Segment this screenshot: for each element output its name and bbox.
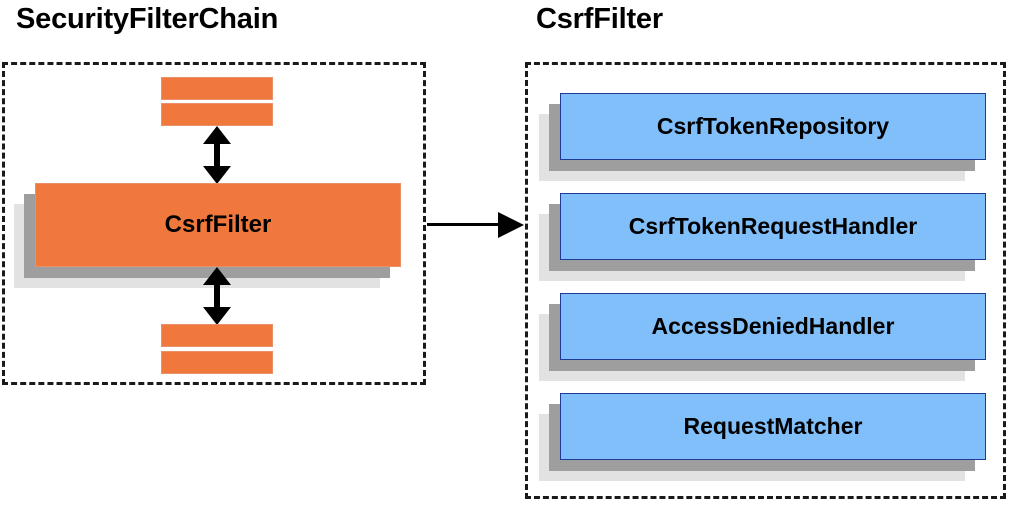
filter-bar-bottom-2 xyxy=(161,351,273,374)
filter-bar-top-2 xyxy=(161,103,273,126)
node-face: RequestMatcher xyxy=(560,393,986,460)
arrow-head-up-icon xyxy=(203,126,231,144)
bar-face xyxy=(161,103,273,126)
node-face: CsrfFilter xyxy=(35,183,401,267)
node-access-denied-handler[interactable]: AccessDeniedHandler xyxy=(539,293,986,381)
node-label: CsrfFilter xyxy=(164,211,272,238)
arrow-head-right-icon xyxy=(498,212,524,238)
node-request-matcher[interactable]: RequestMatcher xyxy=(539,393,986,481)
panel-title-security-filter-chain: SecurityFilterChain xyxy=(16,3,279,35)
node-label: CsrfTokenRepository xyxy=(656,113,890,139)
node-label: RequestMatcher xyxy=(683,413,863,439)
node-face: AccessDeniedHandler xyxy=(560,293,986,360)
arrow-shaft xyxy=(427,223,499,226)
node-face: CsrfTokenRepository xyxy=(560,93,986,160)
arrow-shaft xyxy=(214,137,220,173)
arrow-shaft xyxy=(214,278,220,314)
filter-bar-top-1 xyxy=(161,77,273,100)
bar-face xyxy=(161,77,273,100)
bar-face xyxy=(161,351,273,374)
node-csrf-filter[interactable]: CsrfFilter xyxy=(14,183,401,288)
node-label: CsrfTokenRequestHandler xyxy=(628,213,918,239)
double-headed-arrow-bottom xyxy=(203,267,231,325)
bar-face xyxy=(161,324,273,347)
double-headed-arrow-top xyxy=(203,126,231,184)
node-csrf-token-request-handler[interactable]: CsrfTokenRequestHandler xyxy=(539,193,986,281)
connector-arrow-right xyxy=(427,212,524,238)
filter-bar-bottom-1 xyxy=(161,324,273,347)
arrow-head-up-icon xyxy=(203,267,231,285)
arrow-head-down-icon xyxy=(203,307,231,325)
arrow-head-down-icon xyxy=(203,166,231,184)
panel-title-csrf-filter: CsrfFilter xyxy=(536,3,663,35)
security-filter-chain-container xyxy=(2,62,426,385)
node-label: AccessDeniedHandler xyxy=(651,313,895,339)
node-face: CsrfTokenRequestHandler xyxy=(560,193,986,260)
node-csrf-token-repository[interactable]: CsrfTokenRepository xyxy=(539,93,986,181)
csrf-filter-container xyxy=(525,62,1006,499)
